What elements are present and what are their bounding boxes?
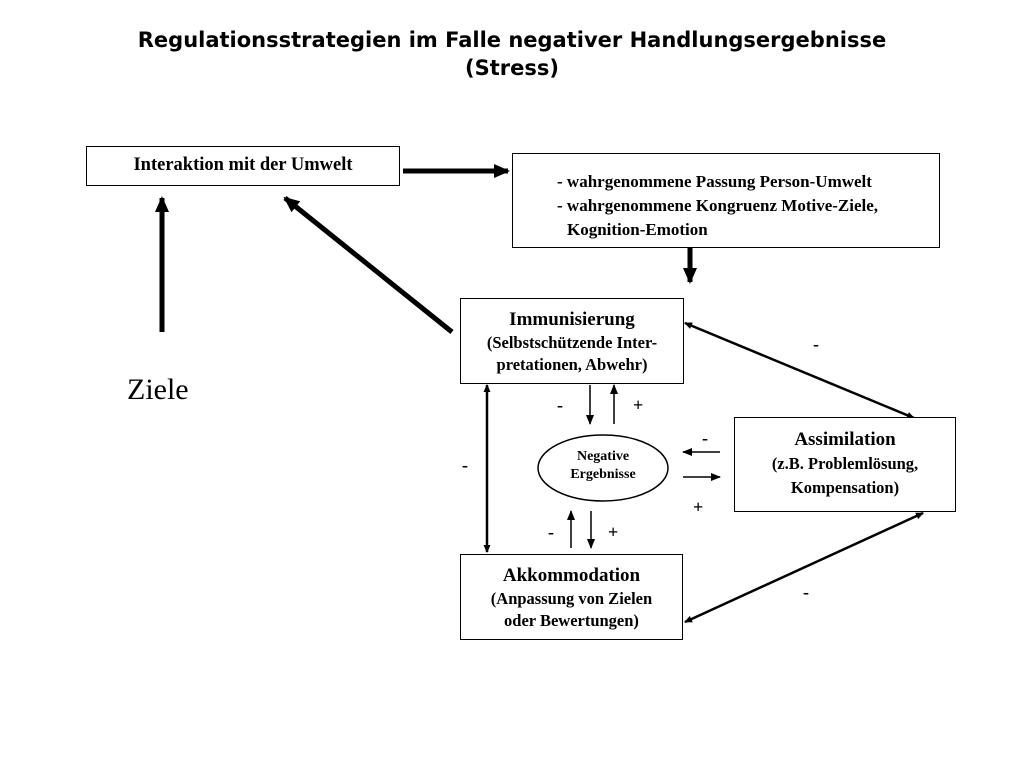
ziele-label: Ziele — [127, 373, 189, 406]
sign-assimilation-akkommodation: - — [803, 582, 809, 602]
assimilation-title: Assimilation — [794, 429, 896, 450]
sign-immunisierung-negative-down: - — [557, 395, 563, 415]
arrow-assimilation-akkommodation — [684, 511, 924, 624]
akkommodation-line-2: oder Bewertungen) — [504, 611, 639, 630]
assimilation-line-1: (z.B. Problemlösung, — [771, 454, 919, 473]
immunisierung-line-1: (Selbstschützende Inter- — [486, 333, 658, 352]
sign-immunisierung-assimilation: - — [813, 334, 819, 354]
sign-immunisierung-negative-up: + — [633, 395, 644, 415]
title-line-2: (Stress) — [465, 56, 559, 80]
sign-assimilation-negative-right: + — [693, 497, 704, 517]
akkommodation-box: Akkommodation (Anpassung von Zielen oder… — [460, 554, 683, 640]
interaktion-box: Interaktion mit der Umwelt — [86, 146, 400, 186]
immunisierung-line-2: pretationen, Abwehr) — [496, 355, 648, 374]
negative-line-1: Negative — [576, 449, 630, 464]
title-line-1: Regulationsstrategien im Falle negativer… — [137, 28, 887, 52]
immunisierung-title: Immunisierung — [509, 309, 635, 330]
immunisierung-box: Immunisierung (Selbstschützende Inter- p… — [460, 298, 684, 384]
sign-immunisierung-akkommodation: - — [462, 455, 468, 475]
assimilation-line-2: Kompensation) — [790, 478, 900, 497]
arrow-immunisierung-assimilation — [684, 321, 915, 420]
sign-assimilation-negative-left: - — [702, 428, 708, 448]
assimilation-box: Assimilation (z.B. Problemlösung, Kompen… — [734, 417, 956, 512]
interaktion-label: Interaktion mit der Umwelt — [133, 155, 353, 175]
wahrnehmung-line-2: - wahrgenommene Kongruenz Motive-Ziele, — [557, 196, 879, 215]
wahrnehmung-line-3: Kognition-Emotion — [567, 220, 708, 239]
negative-ergebnisse-label: Negative Ergebnisse — [538, 448, 668, 484]
page-title: Regulationsstrategien im Falle negativer… — [0, 26, 1024, 82]
wahrnehmung-box: - wahrgenommene Passung Person-Umwelt - … — [512, 153, 940, 248]
arrow-immunisierung-to-interaktion — [283, 196, 454, 334]
wahrnehmung-line-1: - wahrgenommene Passung Person-Umwelt — [557, 172, 872, 191]
negative-line-2: Ergebnisse — [570, 467, 636, 482]
akkommodation-title: Akkommodation — [502, 565, 641, 586]
negative-ergebnisse-ellipse — [537, 434, 669, 502]
sign-akkommodation-negative-up: - — [548, 522, 554, 542]
sign-akkommodation-negative-down: + — [608, 522, 619, 542]
akkommodation-line-1: (Anpassung von Zielen — [490, 589, 653, 608]
